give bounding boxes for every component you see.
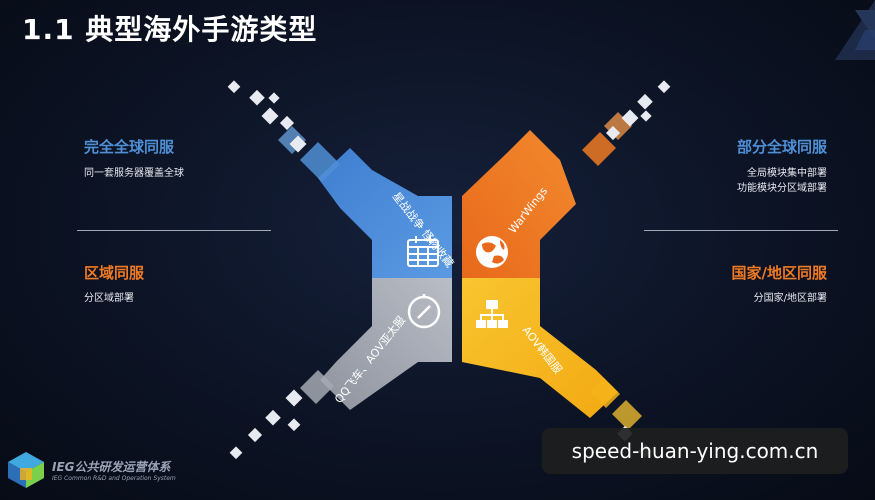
arrow-bottom-left [300, 278, 452, 410]
compass-icon [407, 294, 441, 329]
logo-main-text: IEG公共研发运营体系 [52, 460, 171, 474]
right-top-desc-2: 功能模块分区域部署 [737, 183, 827, 194]
left-top-desc: 同一套服务器覆盖全球 [84, 168, 184, 179]
ieg-logo: IEG公共研发运营体系 IEG Common R&D and Operation… [6, 450, 176, 490]
right-bottom-desc: 分国家/地区部署 [753, 293, 827, 304]
cube-logo-icon [8, 452, 44, 488]
left-bottom-title: 区域同服 [84, 264, 145, 282]
right-top-desc-1: 全局模块集中部署 [747, 168, 827, 179]
logo-sub-text: IEG Common R&D and Operation System [52, 475, 176, 482]
globe-icon [476, 236, 508, 268]
right-bottom-title: 国家/地区同服 [731, 264, 827, 282]
right-divider [644, 230, 838, 231]
left-divider [77, 230, 271, 231]
left-bottom-desc: 分区域部署 [84, 293, 134, 304]
network-icon [476, 300, 508, 328]
corner-decoration [835, 0, 875, 60]
arrow-top-left [278, 126, 452, 278]
page-title: 1.1 典型海外手游类型 [22, 13, 318, 46]
right-top-title: 部分全球同服 [736, 138, 827, 156]
watermark-badge: speed-huan-ying.com.cn [542, 428, 848, 474]
arrow-bottom-right [462, 278, 642, 430]
left-top-title: 完全全球同服 [84, 138, 175, 156]
calendar-icon [407, 236, 439, 267]
